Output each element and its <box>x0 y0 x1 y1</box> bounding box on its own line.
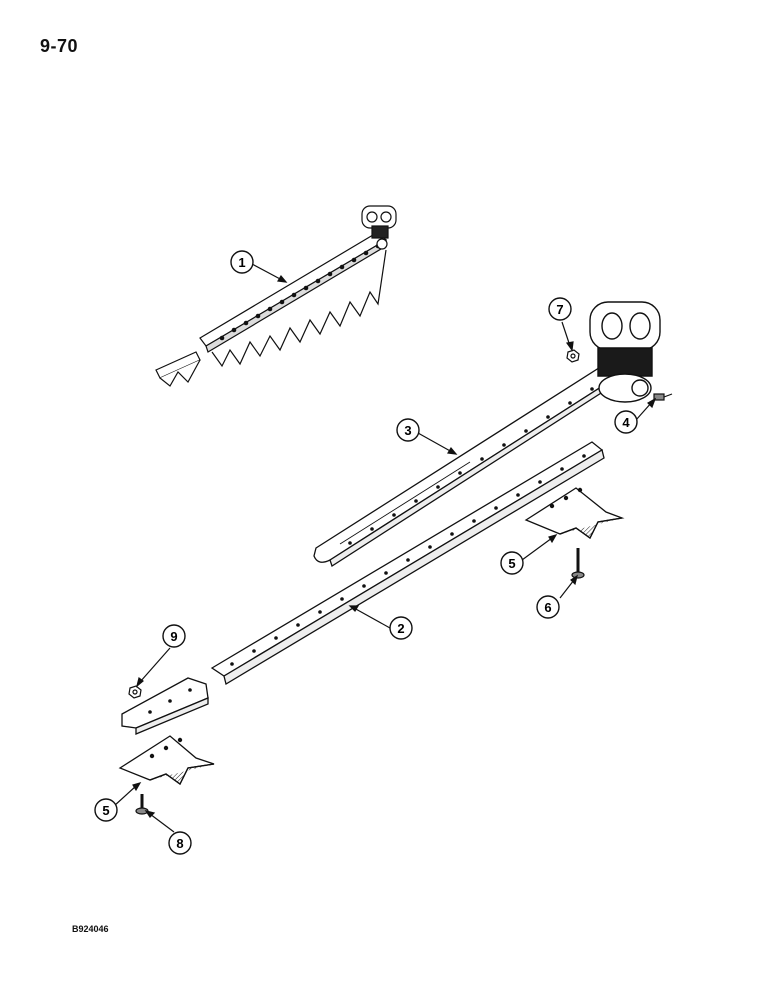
knife-head <box>589 301 661 403</box>
bolt-8 <box>135 794 149 815</box>
svg-text:2: 2 <box>397 621 404 636</box>
knife-back <box>313 365 613 567</box>
svg-text:4: 4 <box>622 415 630 430</box>
nut-7 <box>566 349 580 363</box>
figure-code: B924046 <box>72 924 109 934</box>
callout-2: 2 <box>389 616 413 640</box>
callout-9: 9 <box>162 624 186 648</box>
assembled-knife <box>155 205 397 387</box>
svg-text:6: 6 <box>544 600 551 615</box>
knife-section-right <box>524 487 625 539</box>
assembled-knife-head <box>361 205 397 250</box>
knife-section-left <box>118 735 215 785</box>
page-number: 9-70 <box>40 36 79 56</box>
callout-7: 7 <box>548 297 572 321</box>
svg-text:7: 7 <box>556 302 563 317</box>
callout-4: 4 <box>614 410 638 434</box>
svg-text:9: 9 <box>170 629 177 644</box>
knife-back-holes <box>348 387 594 545</box>
callout-8: 8 <box>168 831 192 855</box>
bar-end-segment <box>121 677 209 735</box>
knife-rivets <box>219 243 381 341</box>
svg-text:5: 5 <box>508 556 515 571</box>
callout-5a: 5 <box>500 551 524 575</box>
svg-text:5: 5 <box>102 803 109 818</box>
callout-5b: 5 <box>94 798 118 822</box>
nut-9 <box>128 685 142 699</box>
knife-bar-holes <box>230 454 586 666</box>
svg-text:3: 3 <box>404 423 411 438</box>
grease-fitting-4 <box>653 393 673 401</box>
callout-1: 1 <box>230 250 254 274</box>
bolt-6 <box>571 548 585 579</box>
svg-text:8: 8 <box>176 836 183 851</box>
svg-text:1: 1 <box>238 255 245 270</box>
callout-3: 3 <box>396 418 420 442</box>
callout-6: 6 <box>536 595 560 619</box>
knife-bar <box>210 441 605 686</box>
leader-lines <box>113 263 657 833</box>
